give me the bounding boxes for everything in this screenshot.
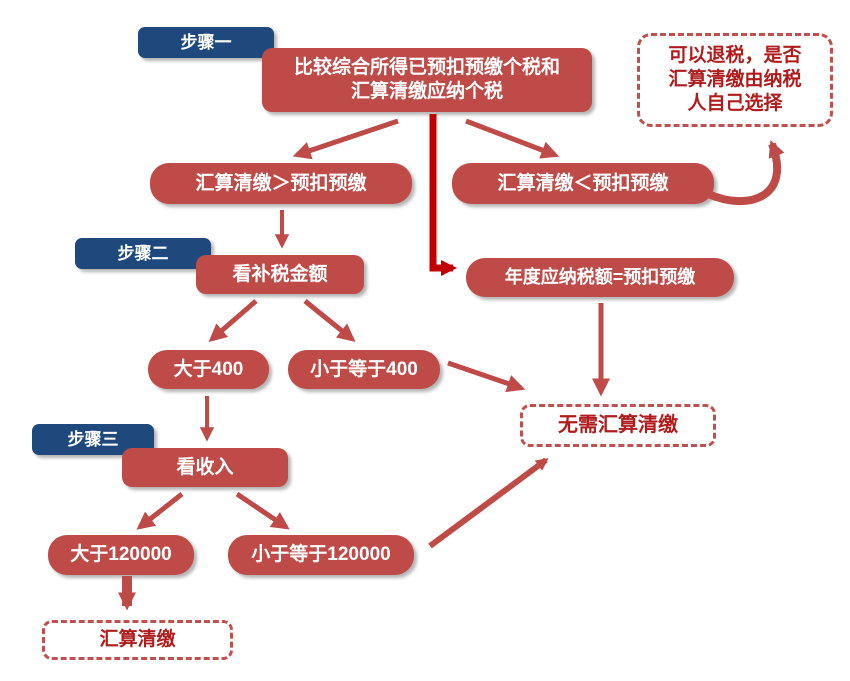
arrow-main-to-annual-elbow — [429, 114, 458, 277]
arrow-main-to-gt — [292, 118, 399, 160]
less-equal-400-node: 小于等于400 — [288, 350, 440, 389]
arrow-lt-to-refund-note — [706, 140, 785, 206]
settle-gt-withheld-node: 汇算清缴＞预扣预缴 — [150, 163, 412, 204]
step1-label: 步骤一 — [138, 27, 274, 58]
refund-note: 可以退税，是否 汇算清缴由纳税 人自己选择 — [637, 33, 833, 127]
refund-note-line2: 汇算清缴由纳税 — [668, 69, 802, 91]
annual-equals-withheld-node: 年度应纳税额=预扣预缴 — [466, 258, 734, 297]
refund-note-line3: 人自己选择 — [687, 92, 783, 114]
no-need-settle-node: 无需汇算清缴 — [520, 404, 716, 447]
check-tax-amount-node: 看补税金额 — [196, 255, 364, 294]
compare-node-line1: 比较综合所得已预扣预缴个税和 — [293, 57, 560, 79]
arrow-le120000-to-noneed — [428, 457, 549, 549]
arrow-taxamount-to-le400 — [303, 299, 356, 342]
arrow-le400-to-noneed — [447, 360, 526, 393]
arrow-taxamount-to-gt400 — [208, 299, 258, 342]
refund-note-line1: 可以退税，是否 — [668, 45, 802, 67]
compare-node-line2: 汇算清缴应纳个税 — [350, 81, 503, 102]
check-income-node: 看收入 — [122, 448, 288, 487]
step3-label: 步骤三 — [32, 424, 154, 455]
arrow-main-to-lt — [465, 118, 560, 159]
settle-lt-withheld-node: 汇算清缴＜预扣预缴 — [452, 163, 714, 204]
settle-node: 汇算清缴 — [42, 620, 233, 660]
less-equal-120000-node: 小于等于120000 — [228, 535, 414, 575]
compare-node: 比较综合所得已预扣预缴个税和 汇算清缴应纳个税 — [262, 48, 592, 112]
step2-label: 步骤二 — [75, 238, 211, 269]
greater-than-400-node: 大于400 — [148, 350, 269, 389]
arrow-income-to-gt120000 — [136, 492, 184, 530]
greater-than-120000-node: 大于120000 — [48, 535, 194, 575]
arrow-income-to-le120000 — [235, 491, 290, 530]
